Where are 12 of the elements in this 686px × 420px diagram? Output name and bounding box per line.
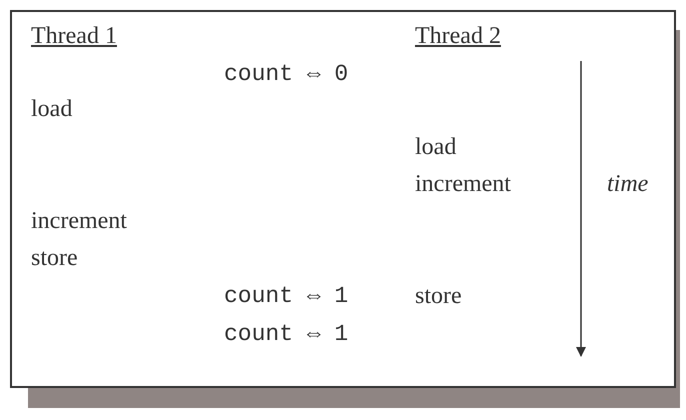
operation-label: store: [415, 283, 462, 309]
memory-value: count ⇔ 0: [224, 61, 348, 87]
memory-value: count ⇔ 1: [224, 283, 348, 309]
operation-label: increment: [415, 171, 511, 197]
column-heading: Thread 1: [31, 23, 117, 49]
operation-label: store: [31, 245, 78, 271]
operation-label: load: [415, 134, 456, 160]
axis-label: time: [607, 171, 648, 197]
memory-value: count ⇔ 1: [224, 321, 348, 347]
column-heading: Thread 2: [415, 23, 501, 49]
operation-label: load: [31, 96, 72, 122]
operation-label: increment: [31, 208, 127, 234]
